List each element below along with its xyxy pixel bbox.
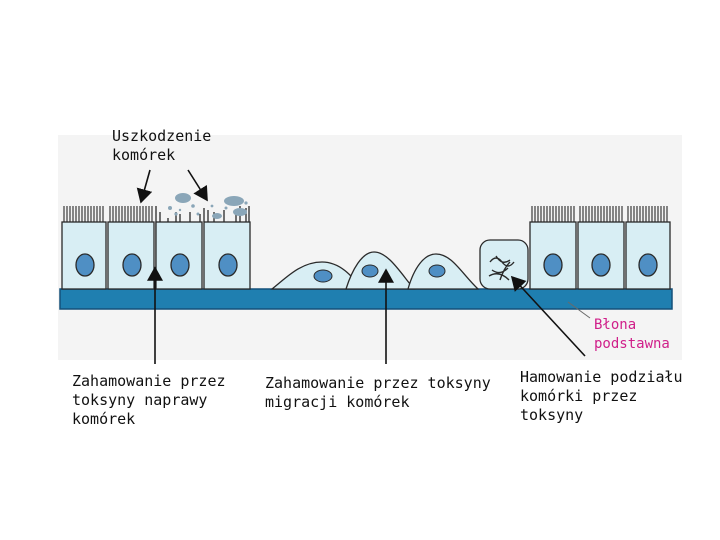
damage-arrow-1 [136, 169, 153, 204]
chromosomes [488, 255, 515, 281]
damaged-cells [155, 206, 251, 290]
nucleus [218, 253, 238, 277]
cell-debris [168, 193, 248, 219]
intact-cells-right [529, 221, 671, 290]
label-basement-membrane: Błona podstawna [594, 317, 670, 352]
dividing-cell [479, 239, 529, 290]
division-arrow [510, 275, 586, 357]
label-repair-inhibition: Zahamowanie przez toksyny naprawy komóre… [72, 372, 226, 428]
label-cell-damage: Uszkodzenie komórek [112, 127, 212, 164]
microvilli [63, 206, 153, 222]
migrating-nuclei [313, 264, 446, 283]
membrane-leader-line [567, 301, 591, 319]
microvilli [531, 206, 668, 222]
nucleus [170, 253, 190, 277]
nucleus [75, 253, 95, 277]
nucleus [122, 253, 142, 277]
label-migration-inhibition: Zahamowanie przez toksyny migracji komór… [265, 374, 491, 411]
damage-arrow-2 [187, 169, 208, 202]
pointer-arrows [136, 169, 586, 364]
basement-membrane [59, 288, 673, 310]
label-division-inhibition: Hamowanie podziału komórki przez toksyny [520, 368, 683, 424]
intact-cells-left [61, 221, 155, 290]
